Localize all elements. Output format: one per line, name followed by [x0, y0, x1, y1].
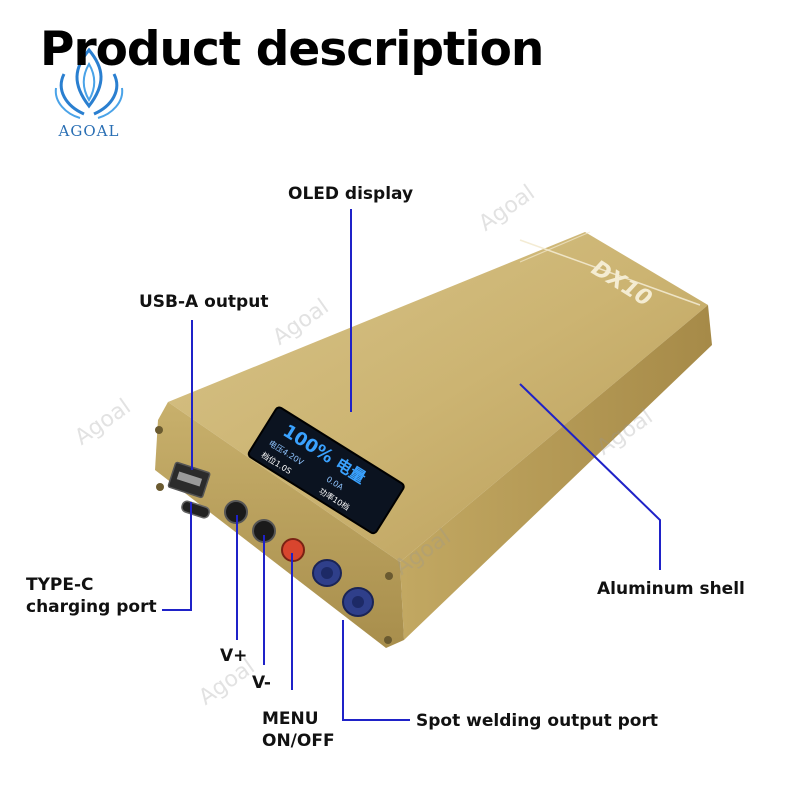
shell-side-face	[400, 305, 712, 640]
screw-hole	[156, 483, 164, 491]
shell-front-face	[155, 402, 404, 648]
leader-spot	[342, 620, 410, 721]
label-menu-on-off: MENU ON/OFF	[262, 709, 335, 751]
screw-hole	[155, 426, 163, 434]
oled-screen: 100% 电量 电压4.20V 0.0A 档位1.0S 功率10档	[247, 406, 405, 535]
flame-logo-icon	[54, 47, 124, 119]
leader-lines	[162, 209, 661, 721]
logo-text: AGOAL	[58, 122, 120, 140]
label-v-plus: V+	[220, 646, 248, 666]
type-c-port[interactable]	[181, 500, 211, 519]
label-v-minus: V-	[252, 673, 271, 693]
screw-hole	[385, 572, 393, 580]
label-oled-display: OLED display	[288, 184, 414, 204]
usb-a-port[interactable]	[167, 461, 211, 499]
leader-type-c	[162, 502, 192, 611]
label-spot-welding-port: Spot welding output port	[416, 711, 658, 731]
leader-aluminum	[519, 383, 661, 570]
label-usb-a-output: USB-A output	[139, 292, 269, 312]
label-type-c: TYPE-C charging port	[26, 575, 157, 617]
screw-hole	[384, 636, 392, 644]
page-title: Product description	[40, 22, 544, 77]
label-aluminum-shell: Aluminum shell	[597, 579, 745, 599]
spot-welding-port[interactable]	[312, 559, 374, 617]
agoal-logo: AGOAL	[44, 44, 134, 144]
